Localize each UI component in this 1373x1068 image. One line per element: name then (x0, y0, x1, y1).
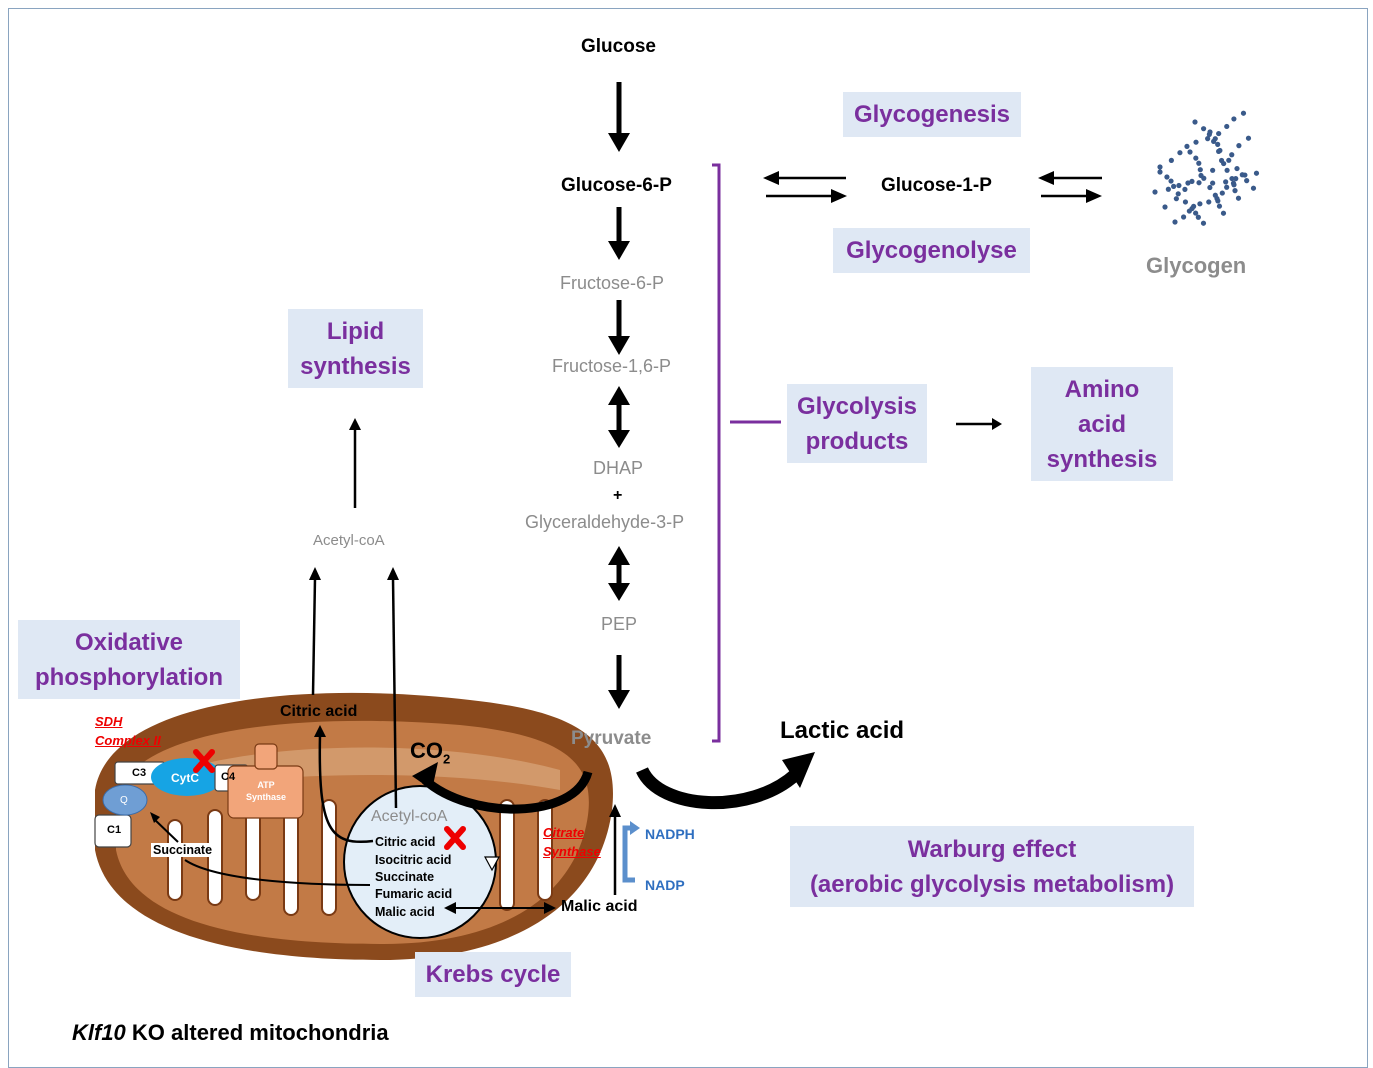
citrate-synthase-line-2: Synthase (543, 844, 601, 859)
process-lipid-synthesis: Lipid synthesis (288, 309, 423, 388)
krebs-succinate: Succinate (375, 870, 435, 884)
process-warburg-effect: Warburg effect (aerobic glycolysis metabo… (790, 826, 1194, 907)
label-atp-synthase: ATP Synthase (237, 779, 295, 803)
metabolite-glucose-1-p: Glucose-1-P (881, 175, 992, 196)
metabolite-acetyl-coa-cytosol: Acetyl-coA (313, 532, 385, 549)
oxphos-line-2: phosphorylation (35, 663, 223, 691)
sdh-line-2: Complex II (95, 733, 161, 748)
arrow-f16p-dhap-bidirectional (608, 386, 630, 448)
atp-line-2: Synthase (245, 792, 287, 802)
sdh-line-1: SDH (95, 714, 123, 729)
plus-sign: + (613, 487, 623, 504)
metabolite-dhap: DHAP (593, 458, 644, 478)
metabolite-pyruvate: Pyruvate (571, 728, 652, 749)
co2-label: CO2 (410, 738, 451, 767)
pyruvate-to-co2-arrow (412, 762, 593, 814)
label-c3: C3 (132, 767, 147, 779)
malic-arrow (444, 902, 556, 914)
metabolite-citric-acid-export: Citric acid (280, 703, 358, 720)
amino-line-3: synthesis (1046, 445, 1158, 473)
figure-caption: Klf10 KO altered mitochondria (72, 1020, 389, 1046)
glycolysis-products-line-1: Glycolysis (796, 392, 918, 420)
coenzyme-q (102, 784, 148, 816)
citrate-synthase-line-1: Citrate (543, 825, 585, 840)
glycolysis-bracket (712, 163, 781, 743)
krebs-citric-acid: Citric acid (375, 835, 436, 849)
krebs-fumaric-acid: Fumaric acid (375, 887, 453, 901)
amino-line-1: Amino (1064, 375, 1140, 403)
krebs-isocitric-acid: Isocitric acid (375, 853, 452, 867)
arrow-products-amino (956, 418, 1002, 430)
metabolite-fructose-1-6-p: Fructose-1,6-P (552, 356, 672, 376)
metabolite-glucose: Glucose (581, 36, 656, 57)
glycogen-icon (1152, 110, 1260, 226)
krebs-malic-acid: Malic acid (375, 905, 435, 919)
co2-subscript: 2 (443, 751, 451, 767)
metabolite-glucose-6-p: Glucose-6-P (561, 175, 672, 196)
label-cytc: CytC (171, 771, 200, 785)
malic-to-pyruvate-arrow (609, 804, 621, 895)
process-krebs-cycle: Krebs cycle (415, 952, 571, 997)
lipid-line-1: Lipid (326, 317, 385, 345)
glycolysis-products-line-2: products (805, 427, 909, 455)
metabolite-glyceraldehyde-3-p: Glyceraldehyde-3-P (525, 512, 685, 532)
krebs-cycle-arrowhead (483, 856, 501, 872)
caption-rest: KO altered mitochondria (125, 1020, 389, 1045)
nadph-arrow (622, 825, 635, 883)
process-glycolysis-products: Glycolysis products (787, 384, 927, 463)
cytochrome-c (151, 758, 223, 796)
label-c1: C1 (107, 824, 122, 836)
inhibition-cross-complex2 (193, 749, 215, 773)
atp-line-1: ATP (257, 780, 275, 790)
oxphos-line-1: Oxidative (74, 628, 184, 656)
acetyl-up-arrows (309, 567, 399, 809)
arrow-g6p-f6p (608, 207, 630, 260)
cofactor-nadph: NADPH (645, 826, 695, 842)
process-glycogenolyse: Glycogenolyse (833, 228, 1030, 273)
g6p-g1p-equilibrium (763, 171, 847, 203)
label-c4: C4 (221, 771, 236, 783)
warburg-line-1: Warburg effect (907, 835, 1077, 863)
metabolite-lactic-acid: Lactic acid (780, 717, 905, 744)
label-q: Q (120, 795, 128, 806)
complex-c1 (94, 814, 132, 848)
mitochondrion (95, 692, 613, 960)
arrow-f6p-f16p (608, 300, 630, 355)
caption-gene: Klf10 (72, 1020, 126, 1045)
citric-export-arrow (318, 734, 374, 844)
electron-transport-chain (94, 743, 304, 848)
arrow-pep-pyruvate (608, 655, 630, 709)
process-amino-acid-synthesis: Amino acid synthesis (1031, 367, 1173, 481)
g1p-glycogen-equilibrium (1038, 171, 1102, 203)
inhibition-cross-citrate-synthase (444, 826, 466, 850)
amino-line-2: acid (1077, 410, 1127, 438)
succinate-arrows (152, 817, 371, 886)
metabolite-pep: PEP (601, 614, 638, 634)
label-sdh-complex-ii: SDH Complex II (95, 712, 161, 750)
metabolite-malic-acid: Malic acid (561, 898, 638, 915)
lipid-line-2: synthesis (300, 352, 411, 380)
krebs-acetyl-coa: Acetyl-coA (371, 808, 448, 825)
cofactor-nadp: NADP (645, 877, 685, 893)
process-oxidative-phosphorylation: Oxidative phosphorylation (18, 620, 240, 699)
metabolite-glycogen: Glycogen (1146, 253, 1247, 278)
arrow-acetyl-lipid (349, 418, 361, 508)
label-succinate-etc: Succinate (151, 843, 215, 857)
warburg-line-2: (aerobic glycolysis metabolism) (809, 870, 1175, 898)
metabolite-fructose-6-p: Fructose-6-P (560, 273, 665, 293)
arrow-glucose-g6p (608, 82, 630, 152)
process-glycogenesis: Glycogenesis (843, 92, 1021, 137)
glycolysis-arrows (608, 82, 630, 709)
arrow-g3p-pep-bidirectional (608, 546, 630, 601)
pyruvate-to-lactate-arrow (636, 752, 815, 809)
